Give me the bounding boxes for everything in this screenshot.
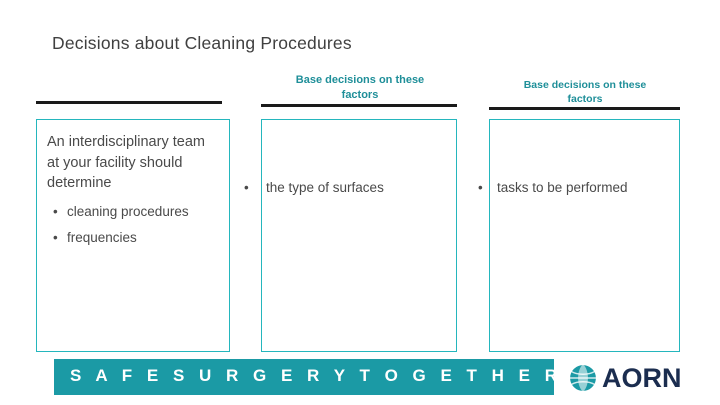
column-3-heading-line-2: factors [567, 93, 603, 106]
aorn-logo-text: AORN [602, 362, 682, 393]
list-item-label: cleaning procedures [67, 203, 189, 219]
column-3-heading-line-1: Base decisions on these [523, 79, 647, 91]
column-2-heading-line-1: Base decisions on these [295, 74, 425, 86]
column-3-box [489, 119, 680, 352]
column-2-heading: Base decisions on these factors [263, 73, 457, 103]
column-3-bullet-item: • tasks to be performed [478, 180, 693, 195]
bullet-icon: • [244, 180, 249, 195]
column-1-rule [36, 101, 222, 104]
column-1-box: An interdisciplinary team at your facili… [36, 119, 230, 352]
globe-icon [568, 363, 598, 393]
aorn-logo: AORN [568, 359, 700, 397]
list-item: • cleaning procedures [47, 202, 219, 221]
bullet-icon: • [53, 203, 58, 219]
footer-banner [54, 359, 554, 395]
column-1-bullet-list: • cleaning procedures • frequencies [47, 202, 219, 247]
column-2-heading-line-2: factors [341, 88, 379, 101]
column-2-rule [261, 104, 457, 107]
list-item-label: the type of surfaces [266, 180, 384, 195]
column-2-bullet-item: • the type of surfaces [244, 180, 464, 195]
list-item-label: frequencies [67, 229, 137, 245]
footer-banner-text: S A F E S U R G E R Y T O G E T H E R [70, 366, 562, 385]
bullet-icon: • [478, 180, 483, 195]
column-2-box [261, 119, 457, 352]
bullet-icon: • [53, 229, 58, 245]
list-item-label: tasks to be performed [497, 180, 628, 195]
page-title: Decisions about Cleaning Procedures [52, 33, 352, 53]
column-1-lead-text: An interdisciplinary team at your facili… [47, 134, 205, 192]
column-3-rule [489, 107, 680, 110]
list-item: • frequencies [47, 228, 219, 247]
column-3-heading: Base decisions on these factors [490, 78, 680, 106]
